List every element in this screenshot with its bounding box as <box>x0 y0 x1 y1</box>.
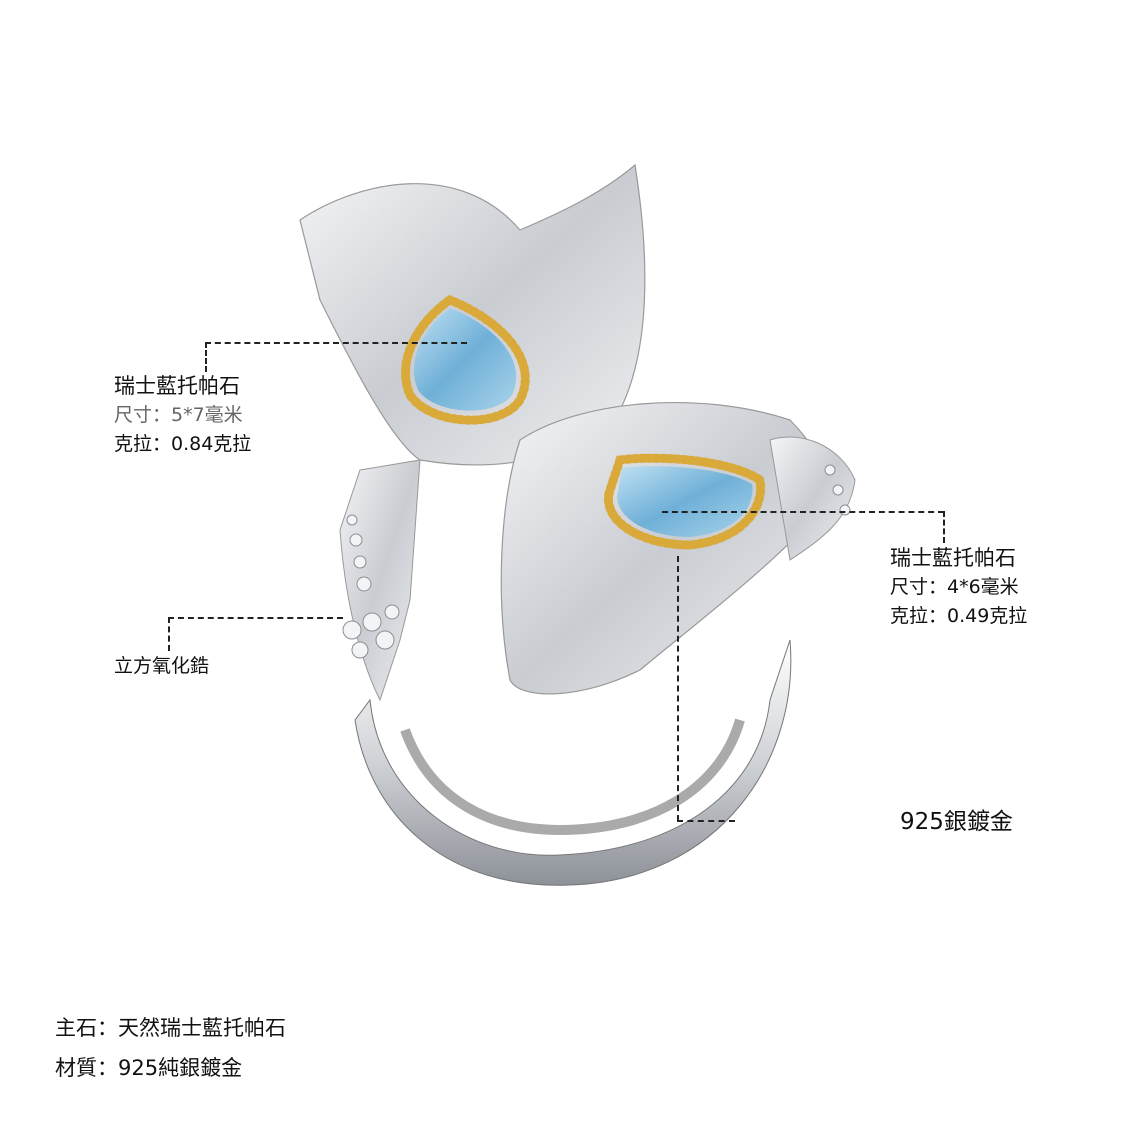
callout-line-metal <box>677 556 679 821</box>
specs: 主石：天然瑞士藍托帕石 材質：925純銀鍍金 <box>55 1008 286 1088</box>
callout-line-side-stone <box>168 617 343 619</box>
callout-line-metal-h <box>677 820 735 822</box>
small-stone-name: 瑞士藍托帕石 <box>890 546 1016 570</box>
small-stone-label: 瑞士藍托帕石 尺寸：4*6毫米 克拉：0.49克拉 <box>890 544 1027 631</box>
callout-line-side-stone-drop <box>168 617 170 651</box>
side-stone-label: 立方氧化鋯 <box>114 655 210 677</box>
large-stone-carat: 克拉：0.84克拉 <box>114 433 252 455</box>
callout-line-small-stone-drop <box>943 511 945 543</box>
metal-label: 925銀鍍金 <box>900 809 1013 835</box>
callout-line-small-stone <box>662 511 944 513</box>
small-topaz-bezel <box>604 453 766 550</box>
callout-line-large-stone-drop <box>205 342 207 372</box>
small-stone-carat: 克拉：0.49克拉 <box>890 605 1028 627</box>
small-topaz-stone <box>617 466 753 537</box>
spec-material: 材質：925純銀鍍金 <box>55 1056 243 1080</box>
spec-main-stone: 主石：天然瑞士藍托帕石 <box>55 1016 286 1040</box>
large-stone-size: 尺寸：5*7毫米 <box>114 404 243 426</box>
ring-band <box>354 639 792 886</box>
cubic-zirconia-stones <box>342 464 851 659</box>
large-topaz-stone <box>413 308 517 411</box>
callout-line-large-stone <box>205 342 467 344</box>
large-stone-name: 瑞士藍托帕石 <box>114 374 240 398</box>
small-stone-size: 尺寸：4*6毫米 <box>890 576 1019 598</box>
large-stone-label: 瑞士藍托帕石 尺寸：5*7毫米 克拉：0.84克拉 <box>114 372 251 459</box>
